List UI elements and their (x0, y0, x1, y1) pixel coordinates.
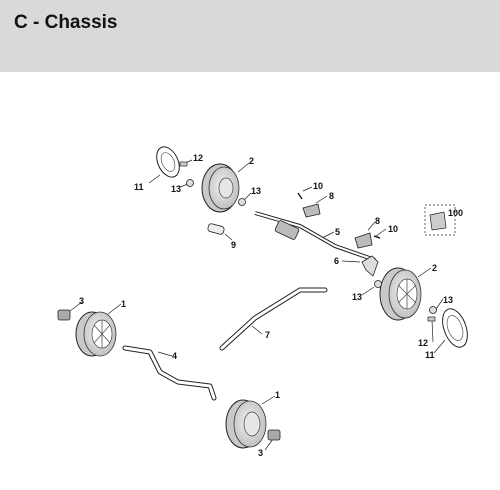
adapter-part-3-bottom (267, 429, 281, 441)
wheel-part-1-bottom (225, 399, 267, 449)
nut-part-13-top-left (186, 179, 194, 187)
callout-13-right-left: 13 (352, 292, 362, 302)
callout-12-right: 12 (418, 338, 428, 348)
hubcap-part-11-right (442, 308, 468, 348)
callout-6: 6 (334, 256, 339, 266)
axle-part-4 (122, 345, 217, 401)
screw-part-10-mid (373, 235, 381, 239)
wheel-part-1-left (75, 311, 117, 357)
detail-part-100 (424, 204, 456, 236)
callout-2-right: 2 (432, 263, 437, 273)
callout-100: 100 (448, 208, 463, 218)
callout-11-right: 11 (425, 350, 435, 360)
callout-8-top: 8 (329, 191, 334, 201)
callout-9: 9 (231, 240, 236, 250)
axle-part-5 (254, 211, 376, 262)
callout-labels: 11 12 13 2 13 10 8 5 9 8 10 100 6 2 13 1… (79, 153, 463, 458)
clip-part-8-top (302, 203, 321, 218)
screw-part-12-top (179, 161, 188, 167)
callout-3-bottom: 3 (258, 448, 263, 458)
callout-7: 7 (265, 330, 270, 340)
callout-5: 5 (335, 227, 340, 237)
hubcap-part-11-top (156, 146, 180, 178)
callout-10-top: 10 (313, 181, 323, 191)
nut-part-13-right-left (374, 280, 382, 288)
nut-part-13-top-right (238, 198, 246, 206)
callout-13-top-right: 13 (251, 186, 261, 196)
screw-part-12-right (427, 316, 436, 322)
rod-part-7 (219, 287, 328, 351)
callout-10-mid: 10 (388, 224, 398, 234)
bracket-part-6 (361, 255, 379, 277)
callout-12-top: 12 (193, 153, 203, 163)
page-title: C - Chassis (14, 12, 118, 33)
callout-13-top-left: 13 (171, 184, 181, 194)
screw-part-10-top (297, 192, 303, 200)
adapter-part-3-left (57, 309, 71, 321)
nut-part-13-right (429, 306, 437, 314)
callout-13-right: 13 (443, 295, 453, 305)
callout-2-top: 2 (249, 156, 254, 166)
callout-1-bottom: 1 (275, 390, 280, 400)
leader-lines (69, 159, 446, 451)
cap-part-9 (207, 223, 225, 235)
callout-11-top: 11 (134, 182, 144, 192)
header-bar: C - Chassis (0, 0, 500, 72)
callout-3-left: 3 (79, 296, 84, 306)
callout-8-mid: 8 (375, 216, 380, 226)
wheel-part-2-top (201, 163, 240, 213)
wheel-part-2-right (379, 267, 422, 321)
clip-part-8-mid (354, 232, 373, 249)
callout-4: 4 (172, 351, 177, 361)
callout-1-left: 1 (121, 299, 126, 309)
